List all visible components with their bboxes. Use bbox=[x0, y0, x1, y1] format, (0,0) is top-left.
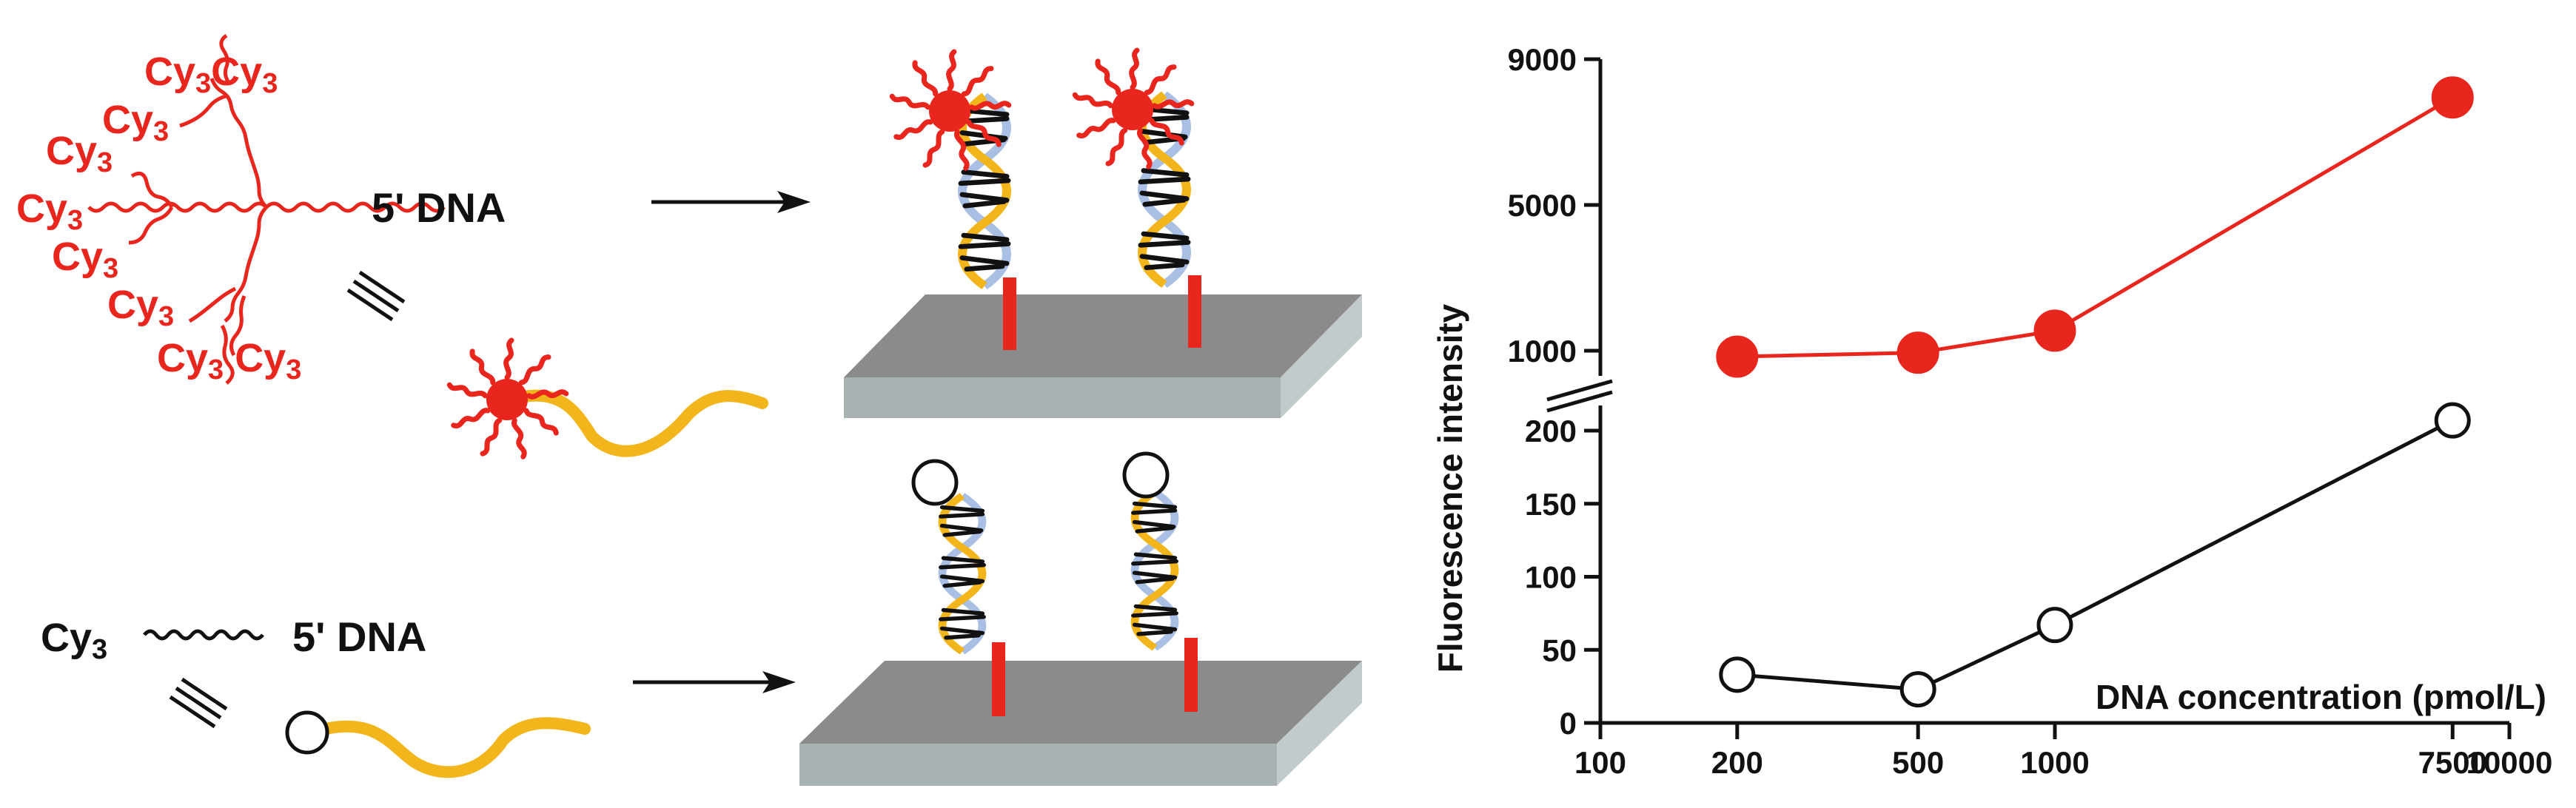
dendrimer-dye-label: Cy3 bbox=[107, 283, 174, 332]
data-point-open bbox=[2036, 607, 2073, 644]
dendrimer-dye-label: Cy3 bbox=[52, 235, 118, 284]
dna-double-helix-icon bbox=[1133, 492, 1176, 648]
red-sunburst-dye-icon bbox=[891, 52, 1009, 168]
y-tick-label: 200 bbox=[1525, 414, 1577, 448]
sunburst-labelled-strand bbox=[449, 340, 768, 457]
linear-dna-label: 5' DNA bbox=[292, 613, 426, 660]
x-tick-label: 500 bbox=[1892, 745, 1944, 780]
y-tick-label: 5000 bbox=[1508, 188, 1577, 223]
data-point-open bbox=[1899, 671, 1936, 708]
dendrimer-dye-label: Cy3 bbox=[46, 129, 113, 178]
dendrimer-dye-label: Cy3 bbox=[16, 186, 83, 236]
data-point-filled bbox=[2431, 76, 2474, 119]
y-tick-label: 1000 bbox=[1508, 334, 1577, 368]
open-circle-dye-icon bbox=[285, 710, 329, 755]
series-line-2 bbox=[1737, 418, 2454, 692]
data-point-filled bbox=[1716, 335, 1759, 378]
gold-dna-strand bbox=[505, 389, 768, 457]
triple-bar-icon bbox=[346, 270, 406, 322]
dendrimer-dye-label: Cy3 Cy3 bbox=[157, 336, 301, 386]
gray-substrate-plate-icon bbox=[844, 294, 1362, 418]
open-circle-dye-icon bbox=[1122, 451, 1170, 499]
red-sunburst-dye-icon bbox=[1074, 50, 1192, 166]
dendrimer-probe: Cy3Cy3 Cy3 Cy3 Cy3 Cy3 Cy3 Cy3 Cy3 5' DN… bbox=[16, 33, 506, 386]
chart-x-axis-label: DNA concentration (pmol/L) bbox=[2096, 678, 2546, 716]
y-tick-label: 150 bbox=[1525, 487, 1577, 522]
dendrimer-dna-label: 5' DNA bbox=[372, 184, 506, 231]
axis-break-mark bbox=[1546, 390, 1613, 413]
triple-bar-icon bbox=[169, 677, 228, 729]
red-capture-probe-icon bbox=[1003, 277, 1016, 350]
dna-double-helix-icon bbox=[941, 496, 984, 652]
open-circle-dye-icon bbox=[911, 459, 959, 506]
upper-hybridization-plate bbox=[844, 50, 1362, 418]
x-tick-label: 200 bbox=[1711, 745, 1763, 780]
dendrimer-dye-label: Cy3Cy3 bbox=[144, 50, 278, 99]
linear-dye-label: Cy3 bbox=[41, 616, 107, 665]
axis-break-mark bbox=[1546, 379, 1613, 402]
series-line-1 bbox=[1737, 95, 2454, 359]
chart-series bbox=[1716, 76, 2474, 708]
red-sunburst-dye-icon bbox=[449, 340, 566, 457]
gray-substrate-plate-icon bbox=[799, 661, 1362, 786]
chart-y-axis-label: Fluorescence intensity bbox=[1431, 303, 1469, 673]
dendrimer-wavy-arms bbox=[87, 33, 446, 385]
dendrimer-dye-label: Cy3 bbox=[102, 98, 169, 147]
x-tick-label: 100 bbox=[1574, 745, 1626, 780]
gold-dna-strand bbox=[320, 717, 591, 778]
red-capture-probe-icon bbox=[992, 642, 1005, 716]
fluorescence-chart: 0 50 100 150 200 1000 5000 9000 100 200 500 1000 750… bbox=[1431, 42, 2552, 780]
chart-ticks: 0 50 100 150 200 1000 5000 9000 100 200 500 1000 750… bbox=[1508, 42, 2553, 780]
chart-axes bbox=[1546, 59, 2509, 725]
y-tick-label: 100 bbox=[1525, 560, 1577, 595]
data-point-filled bbox=[1896, 331, 1939, 374]
red-capture-probe-icon bbox=[1184, 638, 1198, 712]
y-tick-label: 50 bbox=[1542, 633, 1577, 667]
right-arrow-icon bbox=[651, 191, 811, 213]
x-tick-label: 1000 bbox=[2020, 745, 2089, 780]
lower-hybridization-plate bbox=[799, 451, 1362, 786]
data-point-open bbox=[2434, 402, 2471, 439]
linear-probe: Cy3 5' DNA bbox=[41, 613, 426, 665]
x-tick-label: 7500 bbox=[2418, 745, 2487, 780]
y-tick-label: 0 bbox=[1560, 706, 1577, 741]
data-point-open bbox=[1719, 656, 1756, 693]
x-tick-label: 10000 bbox=[2466, 745, 2553, 780]
red-capture-probe-icon bbox=[1188, 275, 1201, 348]
y-tick-label: 9000 bbox=[1508, 42, 1577, 77]
linear-wavy-linker bbox=[143, 629, 264, 641]
data-point-filled bbox=[2033, 309, 2076, 352]
open-circle-labelled-strand bbox=[285, 710, 591, 778]
right-arrow-icon bbox=[633, 671, 796, 693]
